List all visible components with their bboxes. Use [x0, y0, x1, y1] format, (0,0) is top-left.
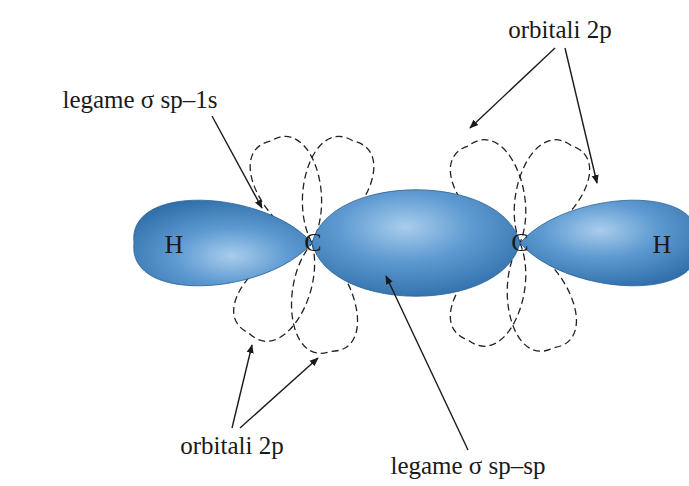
- orbital-label: orbitali 2p: [180, 432, 283, 460]
- sigma-sp-1s-right: [520, 200, 689, 286]
- orbital-label: orbitali 2p: [508, 16, 611, 44]
- atom-symbol: H: [653, 231, 672, 260]
- atom-symbol: C: [511, 229, 528, 258]
- sigma-bonds: [134, 190, 689, 297]
- sigma-sp-sp: [312, 190, 520, 297]
- bond-label: legame σ sp–sp: [390, 452, 545, 480]
- atom-symbol: H: [165, 231, 184, 260]
- sigma-sp-1s-left: [134, 200, 312, 286]
- leader-arrows: [212, 48, 597, 450]
- bond-label: legame σ sp–1s: [62, 86, 217, 114]
- atom-symbol: C: [304, 229, 321, 258]
